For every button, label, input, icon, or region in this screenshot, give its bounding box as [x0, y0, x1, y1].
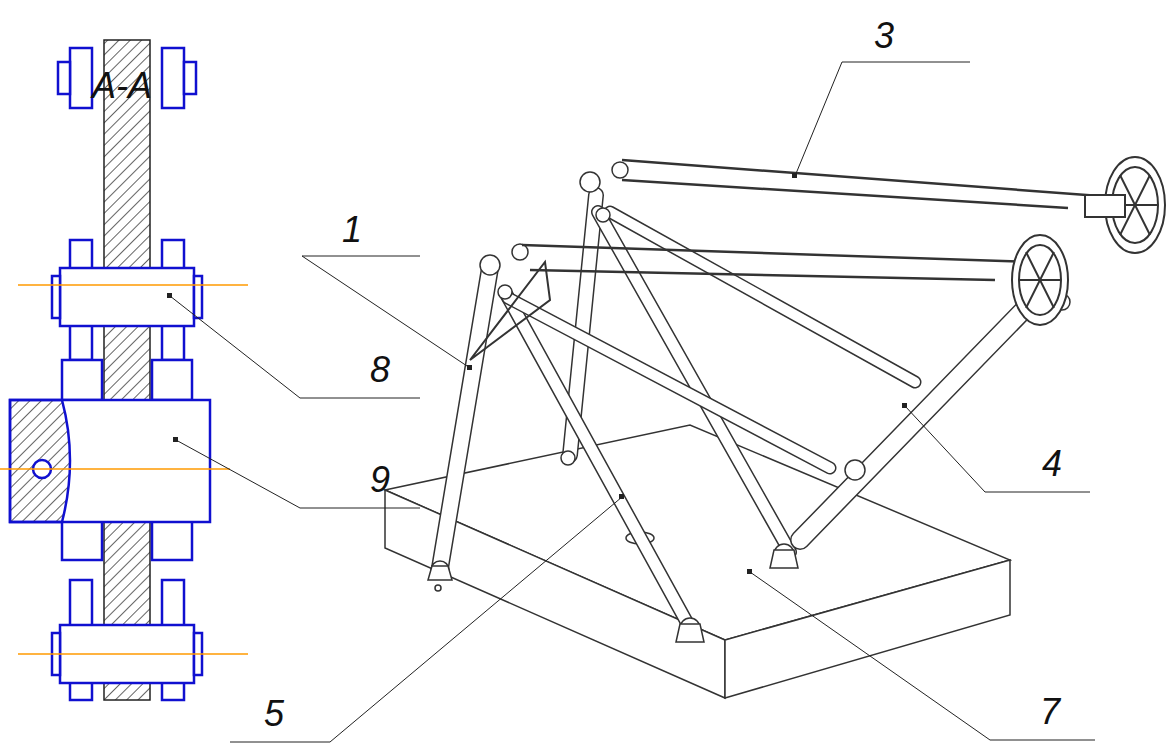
- leader-dot: [467, 365, 472, 370]
- section-view: [58, 62, 70, 94]
- tie-rod: [622, 180, 1068, 208]
- callout-number: 1: [340, 212, 364, 248]
- section-view: [184, 62, 196, 94]
- frame-tube: [508, 298, 830, 468]
- wheel: [1019, 245, 1061, 315]
- section-title: A-A: [90, 68, 154, 104]
- joint: [676, 624, 704, 642]
- section-view: [10, 400, 210, 522]
- section-view: [152, 360, 192, 400]
- section-view: [52, 276, 60, 318]
- wheel: [1012, 157, 1165, 325]
- frame-tube: [800, 288, 1045, 540]
- joint: [845, 460, 865, 480]
- section-view: [152, 520, 192, 560]
- center-line: [0, 468, 230, 470]
- joint: [561, 451, 575, 465]
- callout-number: 9: [368, 462, 392, 498]
- joint: [428, 162, 1070, 642]
- leader-line: [176, 440, 420, 508]
- frame-tube: [800, 288, 1045, 540]
- callout-number: 8: [368, 352, 392, 388]
- callout-number: 7: [1038, 694, 1062, 730]
- leader-dot: [747, 569, 752, 574]
- wheel: [1085, 195, 1125, 217]
- section-view: [70, 48, 92, 108]
- section-view: [162, 48, 184, 108]
- leader-dot: [167, 173, 907, 574]
- frame-tube: [610, 212, 915, 382]
- section-view: [62, 520, 102, 560]
- joint: [770, 550, 798, 568]
- callout-number: 4: [1040, 446, 1064, 482]
- leader-line: [230, 497, 622, 742]
- joint: [512, 244, 528, 260]
- frame-tube: [440, 195, 1045, 628]
- leader-dot: [173, 437, 178, 442]
- center-line: [0, 285, 248, 654]
- base-plate: [385, 425, 1010, 698]
- section-view: [60, 268, 194, 326]
- frame-tube: [440, 268, 490, 568]
- callout-number: 5: [262, 696, 286, 732]
- leader-dot: [902, 403, 907, 408]
- wheel: [1012, 235, 1068, 325]
- leader-dot: [619, 494, 624, 499]
- leader-line: [170, 62, 1095, 742]
- frame-tube: [508, 298, 830, 468]
- tie-rod: [622, 160, 1100, 196]
- leader-line: [795, 62, 970, 176]
- section-view: [62, 360, 102, 400]
- joint: [580, 172, 600, 192]
- base-plate: [725, 560, 1010, 698]
- center-line: [18, 653, 248, 655]
- joint: [498, 285, 512, 299]
- joint: [612, 162, 628, 178]
- wheel: [1019, 279, 1061, 281]
- center-line: [18, 284, 248, 286]
- joint: [480, 255, 500, 275]
- callout-number: 3: [872, 18, 896, 54]
- leader-dot: [792, 173, 797, 178]
- frame-tube: [470, 262, 550, 360]
- leader-line: [170, 296, 420, 398]
- leader-line: [750, 572, 1095, 740]
- joint: [428, 566, 452, 580]
- tie-rod: [530, 270, 995, 280]
- tie-rod: [522, 245, 1030, 262]
- frame-tube: [610, 212, 915, 382]
- section-view: [10, 40, 210, 700]
- section-view: [194, 276, 202, 318]
- leader-line: [905, 406, 1090, 492]
- section-view: [104, 40, 150, 700]
- section-view: [10, 400, 70, 522]
- leader-dot: [167, 293, 172, 298]
- joint: [596, 208, 610, 222]
- frame-tube: [440, 268, 490, 568]
- base-plate: [435, 585, 441, 591]
